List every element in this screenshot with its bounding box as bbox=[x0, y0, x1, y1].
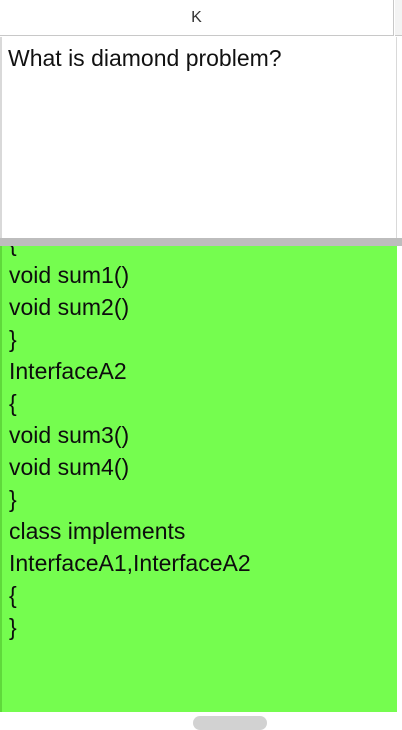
column-header-k[interactable]: K bbox=[0, 0, 394, 36]
answer-line: { bbox=[9, 246, 251, 259]
answer-line: { bbox=[9, 582, 17, 608]
answer-line: InterfaceA2 bbox=[9, 358, 127, 384]
answer-line: } bbox=[9, 326, 17, 352]
answer-line: void sum1() bbox=[9, 262, 130, 288]
question-text: What is diamond problem? bbox=[8, 45, 282, 71]
row-divider[interactable] bbox=[0, 238, 402, 246]
answer-line: { bbox=[9, 390, 17, 416]
horizontal-scrollbar-thumb[interactable] bbox=[193, 716, 267, 730]
answer-line: void sum4() bbox=[9, 454, 130, 480]
column-header-label: K bbox=[191, 8, 202, 26]
right-gutter bbox=[397, 246, 402, 712]
answer-line: InterfaceA1,InterfaceA2 bbox=[9, 550, 251, 576]
column-header-next[interactable] bbox=[395, 0, 402, 36]
answer-line: void sum3() bbox=[9, 422, 130, 448]
answer-line: } bbox=[9, 486, 17, 512]
answer-line: void sum2() bbox=[9, 294, 130, 320]
answer-code-lines: { void sum1() void sum2() } InterfaceA2 … bbox=[9, 246, 251, 643]
answer-line: } bbox=[9, 614, 17, 640]
question-cell[interactable]: What is diamond problem? bbox=[0, 37, 397, 238]
answer-cell[interactable]: { void sum1() void sum2() } InterfaceA2 … bbox=[0, 246, 397, 712]
answer-line: class implements bbox=[9, 518, 186, 544]
